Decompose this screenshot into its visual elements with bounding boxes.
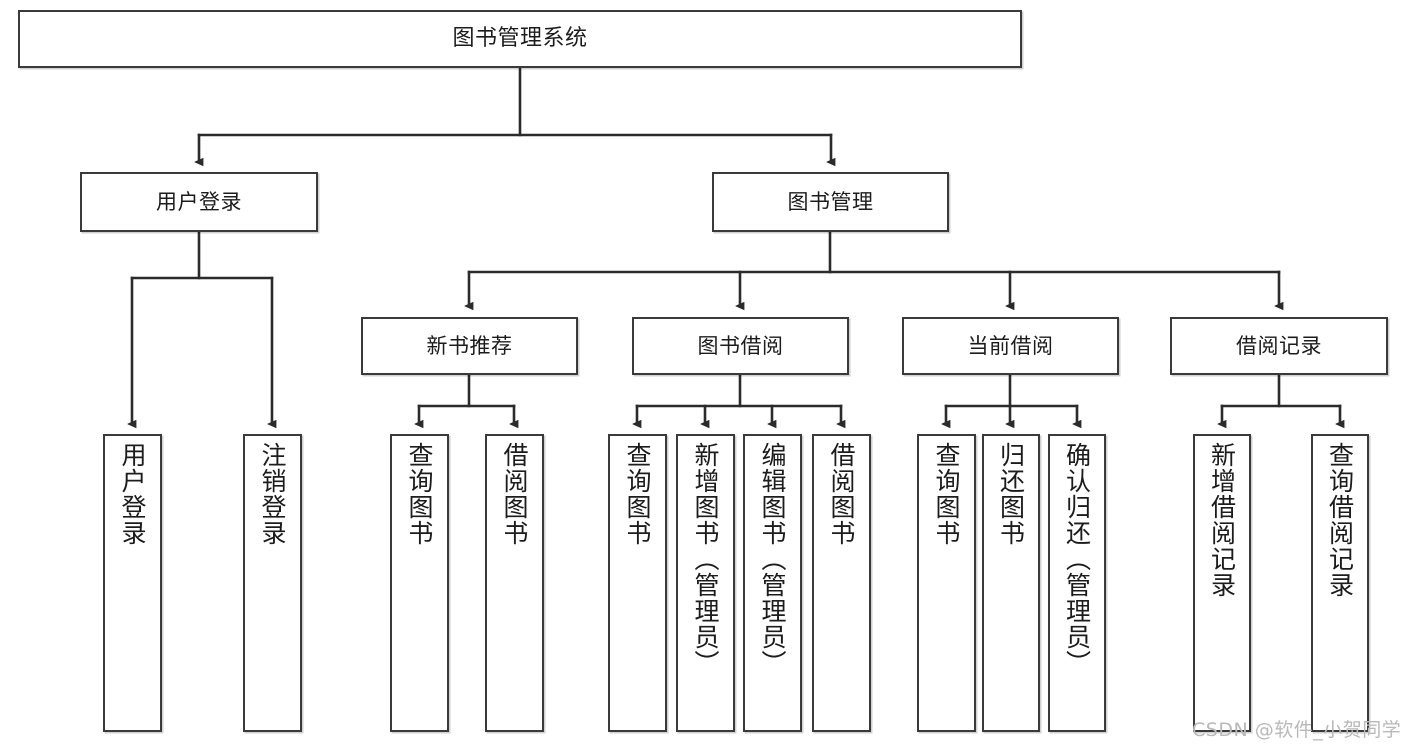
leaf-edit-book[interactable]: 编辑图书（管理员） <box>743 434 802 732</box>
node-label: 用户登录 <box>118 442 147 546</box>
node-label: 借阅图书 <box>827 442 856 546</box>
node-label: 借阅记录 <box>1236 333 1322 358</box>
leaf-borrow-book-2[interactable]: 借阅图书 <box>812 434 871 732</box>
leaf-query-book-1[interactable]: 查询图书 <box>390 434 449 732</box>
node-user-login[interactable]: 用户登录 <box>80 172 318 232</box>
leaf-add-borrow-record[interactable]: 新增借阅记录 <box>1193 434 1251 732</box>
node-label: 图书管理系统 <box>452 26 588 52</box>
node-label: 归还图书 <box>996 442 1026 546</box>
leaf-user-login[interactable]: 用户登录 <box>103 434 162 732</box>
node-label: 查询借阅记录 <box>1325 442 1355 598</box>
leaf-confirm-return[interactable]: 确认归还（管理员） <box>1048 434 1106 732</box>
node-root-book-management-system[interactable]: 图书管理系统 <box>18 10 1022 68</box>
node-label: 用户登录 <box>156 189 242 214</box>
node-label: 借阅图书 <box>500 442 529 546</box>
node-book-borrowing[interactable]: 图书借阅 <box>632 317 849 375</box>
node-label: 确认归还（管理员） <box>1062 442 1092 676</box>
leaf-add-book[interactable]: 新增图书（管理员） <box>676 434 735 732</box>
node-borrowing-record[interactable]: 借阅记录 <box>1170 317 1388 375</box>
csdn-watermark: CSDN @软件_小贺同学 <box>1192 719 1402 741</box>
node-label: 当前借阅 <box>967 333 1054 358</box>
node-label: 查询图书 <box>623 442 652 546</box>
node-new-book-recommendation[interactable]: 新书推荐 <box>361 317 578 375</box>
node-label: 查询图书 <box>405 442 434 546</box>
leaf-query-borrow-record[interactable]: 查询借阅记录 <box>1311 434 1369 732</box>
node-book-management[interactable]: 图书管理 <box>712 172 949 232</box>
leaf-borrow-book-1[interactable]: 借阅图书 <box>485 434 544 732</box>
leaf-return-book[interactable]: 归还图书 <box>982 434 1040 732</box>
leaf-query-book-3[interactable]: 查询图书 <box>917 434 976 732</box>
node-label: 新书推荐 <box>426 333 513 358</box>
node-label: 新增借阅记录 <box>1207 442 1237 598</box>
node-label: 图书借阅 <box>697 333 784 358</box>
leaf-query-book-2[interactable]: 查询图书 <box>608 434 667 732</box>
node-label: 注销登录 <box>258 442 287 546</box>
node-label: 图书管理 <box>787 189 874 214</box>
node-label: 查询图书 <box>932 442 961 546</box>
node-current-borrowing[interactable]: 当前借阅 <box>902 317 1119 375</box>
leaf-logout[interactable]: 注销登录 <box>243 434 302 732</box>
node-label: 新增图书（管理员） <box>691 442 720 676</box>
node-label: 编辑图书（管理员） <box>758 442 787 676</box>
